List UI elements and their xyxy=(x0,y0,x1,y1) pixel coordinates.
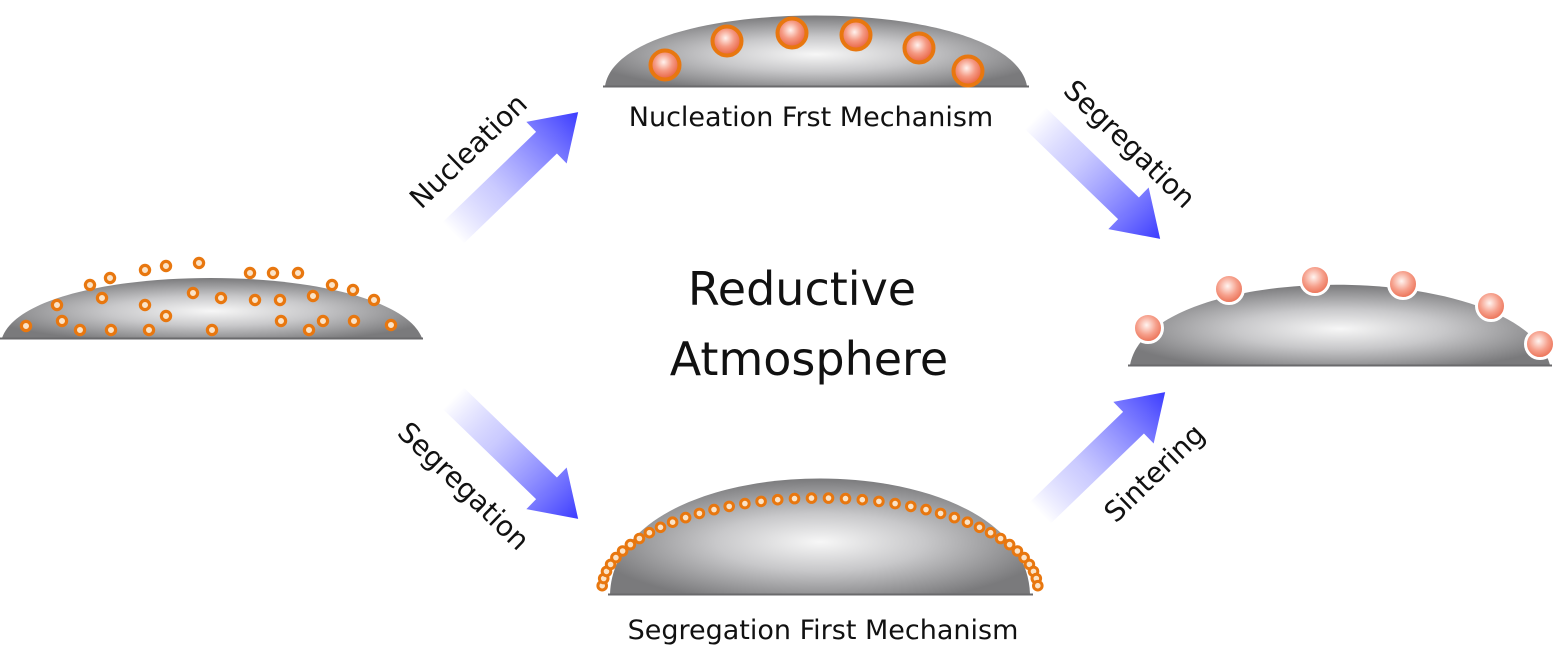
nucleated-particles xyxy=(648,16,985,88)
caption-segregation-first: Segregation First Mechanism xyxy=(628,615,1019,646)
surface-particle xyxy=(624,538,637,551)
large-particle xyxy=(648,48,682,82)
surface-particle xyxy=(666,516,679,529)
small-particle xyxy=(159,259,173,273)
sintered-particle xyxy=(1132,312,1164,344)
center-title-line2: Atmosphere xyxy=(670,332,948,386)
small-particle xyxy=(274,314,288,328)
sintered-particle xyxy=(1299,264,1331,296)
large-particle xyxy=(839,18,873,52)
support-segregation-first xyxy=(596,478,1044,596)
small-particle xyxy=(243,266,257,280)
surface-particle xyxy=(948,511,961,524)
small-particle xyxy=(367,293,381,307)
small-particle xyxy=(325,278,339,292)
small-particle xyxy=(248,293,262,307)
segregated-particles xyxy=(596,492,1044,592)
small-particle xyxy=(159,309,173,323)
large-particle xyxy=(951,54,985,88)
arrow-segregation-left xyxy=(442,387,579,519)
surface-particle xyxy=(889,497,901,510)
surface-particle xyxy=(805,492,818,504)
small-particle xyxy=(273,293,287,307)
small-particle xyxy=(384,318,398,332)
large-particle xyxy=(775,16,809,50)
surface-particle xyxy=(873,495,885,508)
sintered-particle xyxy=(1475,290,1507,322)
surface-particle xyxy=(679,511,692,524)
surface-particle xyxy=(1003,538,1016,551)
surface-particle xyxy=(610,551,622,564)
surface-particle xyxy=(973,521,986,534)
small-particle xyxy=(306,289,320,303)
small-particle xyxy=(346,283,360,297)
small-particle xyxy=(138,263,152,277)
surface-particle xyxy=(905,500,917,513)
surface-particle xyxy=(654,521,667,534)
small-particle xyxy=(302,323,316,337)
arrow-nucleation xyxy=(442,112,579,244)
label-nucleation: Nucleation xyxy=(403,87,534,215)
surface-particle xyxy=(723,500,736,513)
surface-particle xyxy=(616,545,629,557)
small-particle xyxy=(186,286,200,300)
arrow-sintering xyxy=(1029,392,1166,524)
small-particle xyxy=(19,319,33,333)
surface-particle xyxy=(788,492,801,505)
surface-particle xyxy=(994,532,1007,545)
sintered-particle xyxy=(1387,268,1419,300)
surface-particle xyxy=(822,492,835,504)
surface-particle xyxy=(771,493,784,506)
support-nucleation-first xyxy=(603,15,1029,88)
sintered-particle xyxy=(1213,273,1245,305)
surface-particle xyxy=(920,503,932,516)
caption-nucleation-first: Nucleation Frst Mechanism xyxy=(629,102,993,133)
small-particle xyxy=(103,271,117,285)
small-particle xyxy=(347,314,361,328)
small-particle xyxy=(142,323,156,337)
small-particle xyxy=(55,314,69,328)
surface-particle xyxy=(633,532,646,545)
surface-particle xyxy=(1011,545,1024,557)
sintered-particle xyxy=(1524,328,1556,360)
support-sintered xyxy=(1128,264,1556,367)
dispersed-particles xyxy=(19,256,398,337)
small-particle xyxy=(205,323,219,337)
large-particle xyxy=(710,24,744,58)
surface-particle xyxy=(643,526,656,539)
center-title-line1: Reductive xyxy=(688,262,916,316)
small-particle xyxy=(73,323,87,337)
surface-particle xyxy=(1032,579,1044,592)
surface-particle xyxy=(739,497,751,510)
sintered-particles xyxy=(1132,264,1556,360)
support-initial xyxy=(0,256,423,340)
surface-particle xyxy=(693,507,706,520)
surface-particle xyxy=(934,507,947,520)
small-particle xyxy=(138,298,152,312)
surface-particle xyxy=(755,495,767,508)
small-particle xyxy=(266,266,280,280)
small-particle xyxy=(95,291,109,305)
surface-particle xyxy=(984,526,997,539)
small-particle xyxy=(192,256,206,270)
small-particle xyxy=(316,314,330,328)
small-particle xyxy=(104,323,118,337)
surface-particle xyxy=(839,492,852,505)
small-particle xyxy=(291,266,305,280)
small-particle xyxy=(50,298,64,312)
small-particle xyxy=(83,278,97,292)
arrow-segregation-right xyxy=(1024,107,1161,239)
small-particle xyxy=(214,291,228,305)
large-particle xyxy=(902,31,936,65)
surface-particle xyxy=(856,493,869,506)
surface-particle xyxy=(961,516,974,529)
surface-particle xyxy=(708,503,720,516)
